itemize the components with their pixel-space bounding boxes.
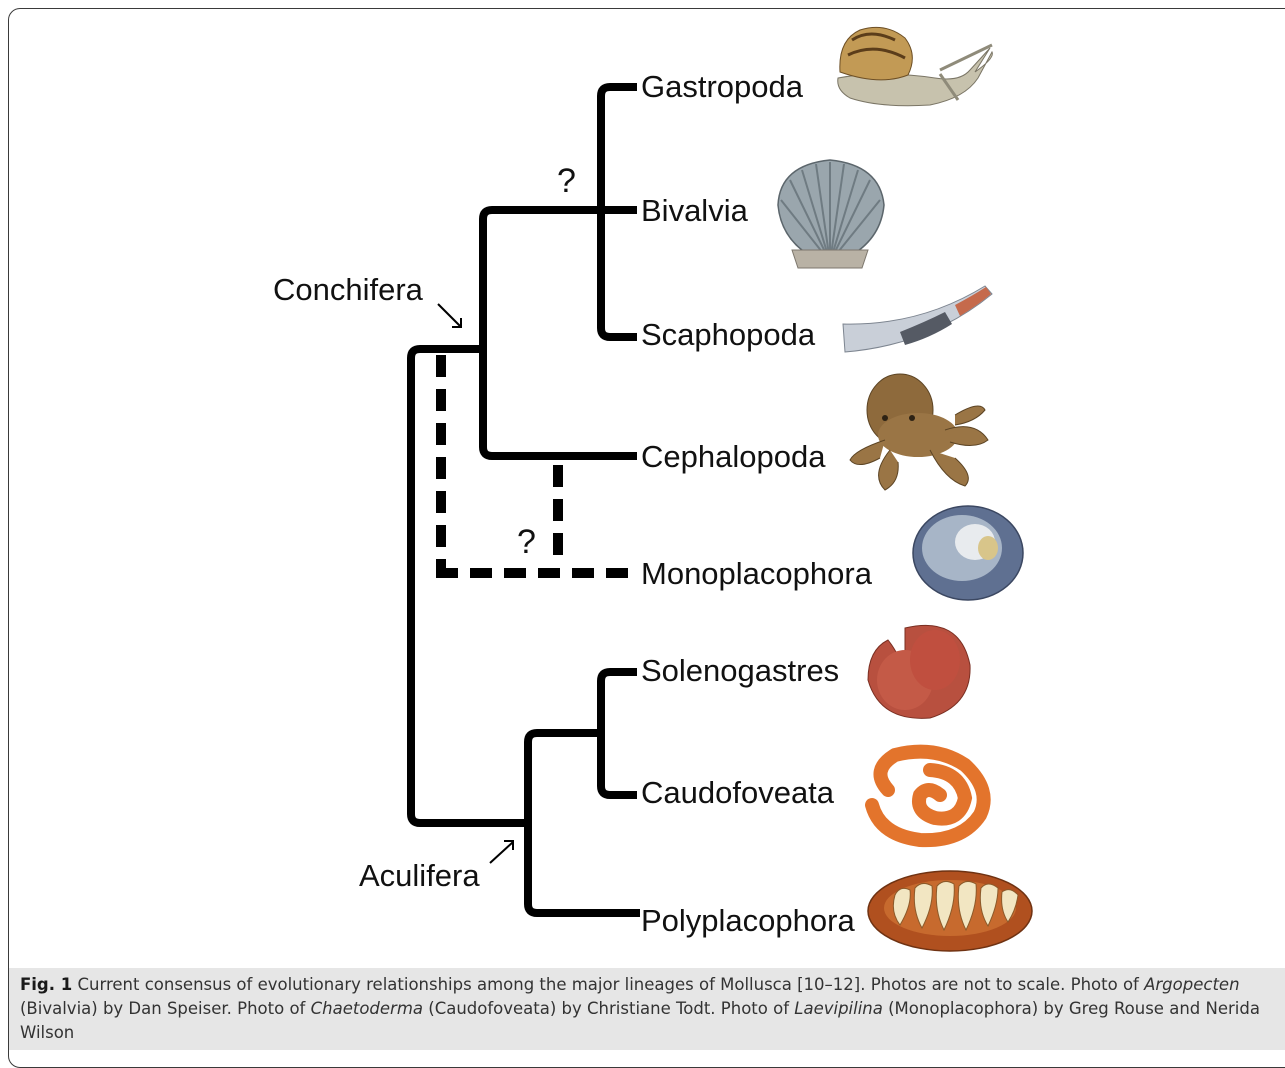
taxon-label-gastropoda: Gastropoda <box>641 69 804 104</box>
conchifera-arrow-icon <box>438 304 460 326</box>
question-mark-monoplacophora: ? <box>517 523 536 561</box>
monoplacophora-photo <box>913 506 1023 600</box>
figure-label: Fig. 1 <box>20 975 72 994</box>
taxon-label-monoplacophora: Monoplacophora <box>641 556 873 591</box>
caption-text-2: (Bivalvia) by Dan Speiser. Photo of <box>20 999 311 1018</box>
taxon-label-bivalvia: Bivalvia <box>641 193 749 228</box>
caption-genus-laevipilina: Laevipilina <box>794 999 883 1018</box>
cephalopoda-photo <box>850 374 988 490</box>
branch-root <box>411 349 527 823</box>
taxon-label-solenogastres: Solenogastres <box>641 653 839 688</box>
polyplacophora-photo <box>868 871 1032 951</box>
dashed-branches <box>436 355 636 573</box>
caption-genus-argopecten: Argopecten <box>1144 975 1239 994</box>
branch-soleno-caudo <box>601 672 633 795</box>
taxon-label-scaphopoda: Scaphopoda <box>641 317 816 352</box>
bivalvia-photo <box>778 160 884 268</box>
scaphopoda-photo <box>843 286 992 352</box>
taxon-label-caudofoveata: Caudofoveata <box>641 775 835 810</box>
clade-label-conchifera: Conchifera <box>273 272 424 307</box>
clade-label-aculifera: Aculifera <box>359 858 480 893</box>
caption-text-3: (Caudofoveata) by Christiane Todt. Photo… <box>423 999 794 1018</box>
solenogastres-photo <box>868 625 970 718</box>
gastropoda-photo <box>838 27 993 105</box>
aculifera-arrow-icon <box>490 842 513 863</box>
taxon-label-polyplacophora: Polyplacophora <box>641 903 855 938</box>
caption-text-1: Current consensus of evolutionary relati… <box>72 975 1144 994</box>
question-mark-conchifera: ? <box>557 162 576 200</box>
branch-aculifera <box>528 733 636 913</box>
taxon-label-cephalopoda: Cephalopoda <box>641 439 826 474</box>
caption-genus-chaetoderma: Chaetoderma <box>311 999 423 1018</box>
caudofoveata-photo <box>872 752 984 840</box>
figure-caption: Fig. 1 Current consensus of evolutionary… <box>20 973 1270 1045</box>
clade-arrows <box>438 304 513 863</box>
